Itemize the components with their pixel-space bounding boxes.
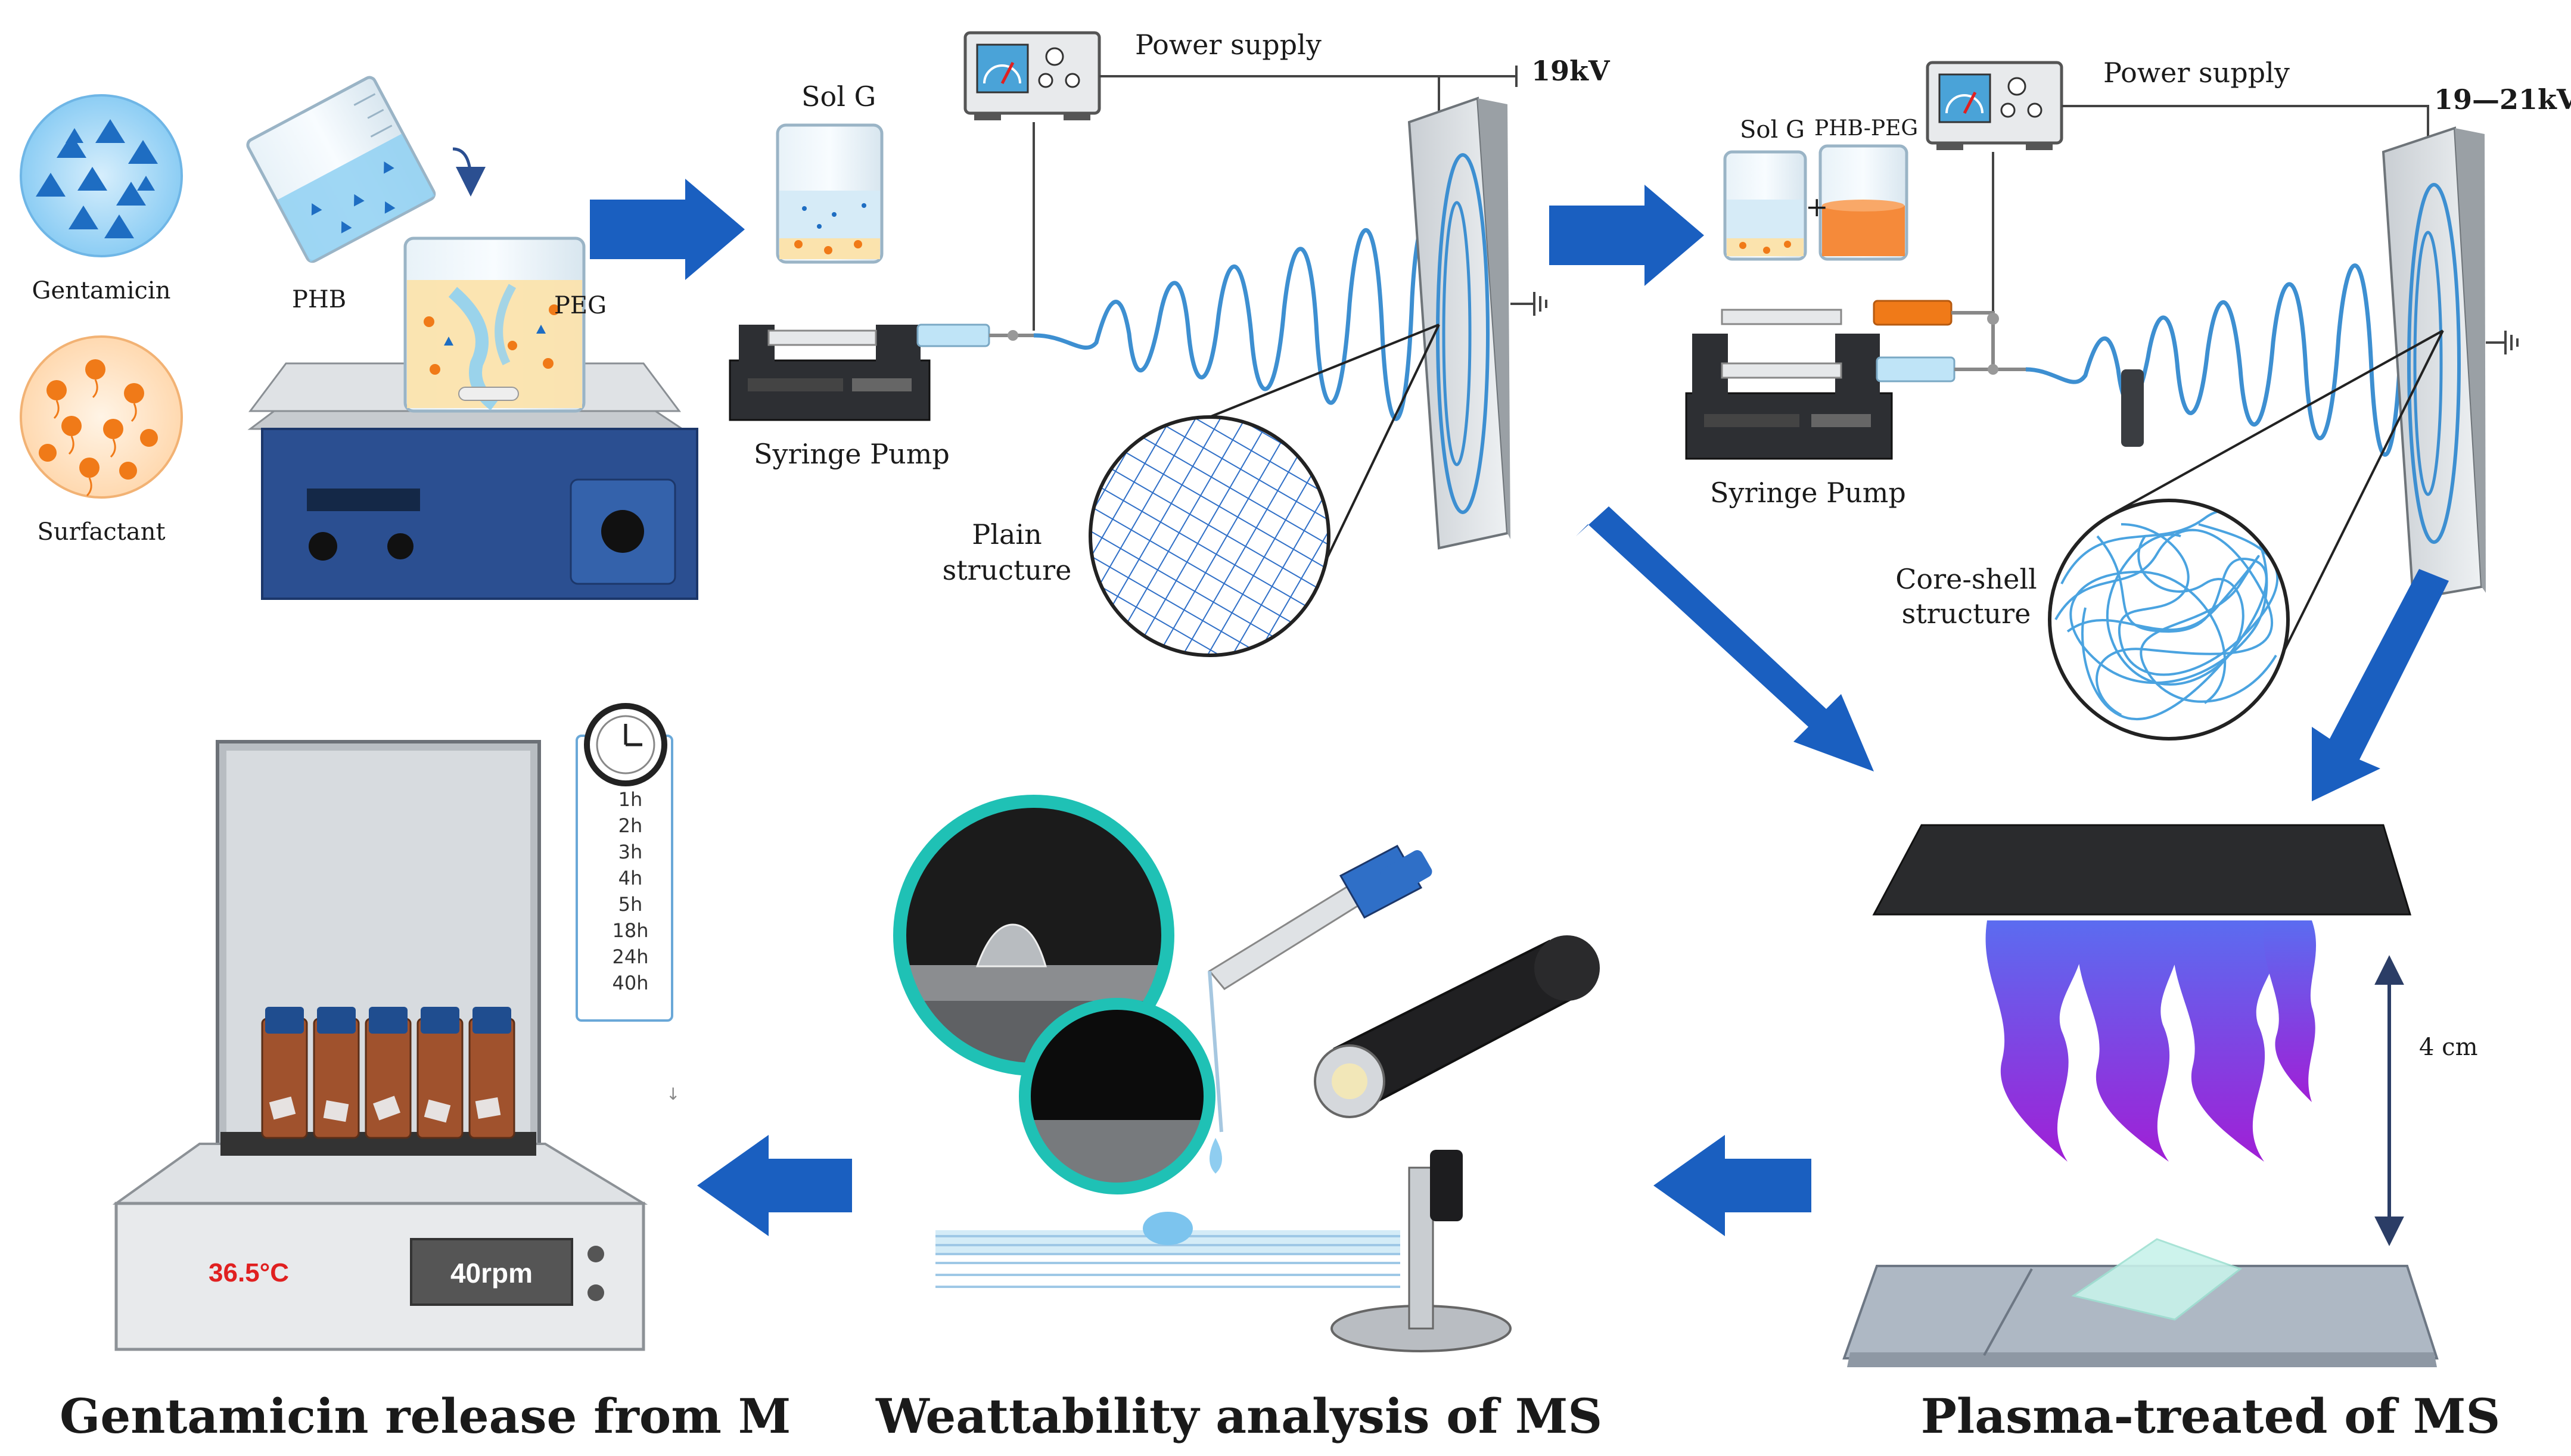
plasma-electrode-plate <box>1872 824 2412 916</box>
plain-structure-zoom <box>1089 415 1330 657</box>
label-core-shell-structure: structure <box>1901 598 2031 630</box>
label-core-shell: Core-shell <box>1895 563 2037 595</box>
label-voltage-1: 19kV <box>1531 55 1610 87</box>
label-gentamicin: Gentamicin <box>32 277 171 304</box>
electrospinning-jet-1 <box>1033 217 1444 421</box>
surfactant-circle <box>20 335 183 499</box>
syringe-pump-2 <box>1685 300 2026 460</box>
label-plus: + <box>1805 191 1829 223</box>
time-point: 4h <box>618 867 643 889</box>
membrane-sample <box>935 1212 1400 1288</box>
electrospinning-jet-2 <box>2025 263 2404 457</box>
sol-g-beaker <box>776 123 884 264</box>
peg-mixing-beaker <box>403 237 586 413</box>
glass-slide <box>1842 1238 2439 1367</box>
flow-arrow-5-icon <box>1653 1135 1811 1236</box>
flow-arrow-2-icon <box>1549 185 1704 286</box>
core-shell-needle <box>2121 369 2144 447</box>
time-points-list: 1h 2h 3h 4h 5h 18h 24h 40h <box>577 786 684 996</box>
power-supply-2 <box>1926 61 2063 150</box>
phb-peg-beaker <box>1818 144 1908 261</box>
ground-symbol-1-icon <box>1510 292 1547 316</box>
power-wiring-2 <box>1992 105 2429 319</box>
time-point: 2h <box>618 814 643 837</box>
label-speed: 40rpm <box>450 1258 533 1289</box>
label-power-supply-2: Power supply <box>2103 57 2290 89</box>
label-temperature: 36.5°C <box>209 1258 290 1287</box>
time-point: 18h <box>612 919 649 942</box>
phb-beaker <box>246 76 436 263</box>
core-shell-structure-zoom <box>2048 499 2290 741</box>
label-surfactant: Surfactant <box>37 518 166 546</box>
collector-plate-1 <box>1407 97 1510 550</box>
caption-plasma: Plasma-treated of MS <box>1920 1388 2501 1444</box>
vial-rack <box>261 1007 515 1139</box>
flow-arrow-1-icon <box>590 179 745 280</box>
contact-angle-zoom-2 <box>1019 998 1215 1194</box>
label-power-supply-1: Power supply <box>1135 29 1322 61</box>
power-supply-1 <box>963 31 1101 120</box>
distance-arrow <box>2374 955 2404 1246</box>
gentamicin-circle <box>20 94 183 257</box>
flow-arrow-3-icon <box>1576 506 1874 771</box>
label-syringe-pump-1: Syringe Pump <box>754 438 950 470</box>
plasma-flames <box>1985 920 2317 1162</box>
label-voltage-2: 19—21kV <box>2434 83 2571 116</box>
time-point: 1h <box>618 788 643 811</box>
label-peg: PEG <box>554 292 607 319</box>
label-distance: 4 cm <box>2419 1034 2478 1061</box>
caption-release: Gentamicin release from M <box>60 1388 791 1444</box>
label-syringe-pump-2: Syringe Pump <box>1710 477 1906 509</box>
time-point: 24h <box>612 945 649 968</box>
zoom-lines-2 <box>2115 329 2444 686</box>
label-plain-structure: structure <box>942 554 1072 586</box>
label-tick-mark: ↓ <box>666 1084 680 1104</box>
ground-symbol-2-icon <box>2486 331 2519 354</box>
label-phb-peg: PHB-PEG <box>1814 116 1919 141</box>
label-phb: PHB <box>292 286 347 313</box>
time-point: 3h <box>618 841 643 863</box>
label-plain: Plain <box>972 518 1042 550</box>
time-point: 40h <box>612 972 649 994</box>
pour-arrow-icon <box>452 147 486 197</box>
caption-wettability: Weattability analysis of MS <box>876 1388 1603 1444</box>
label-sol-g-2: Sol G <box>1740 116 1805 144</box>
timer-panel <box>576 703 673 1022</box>
usb-microscope <box>1314 935 1600 1352</box>
flow-arrow-6-icon <box>697 1135 852 1236</box>
sol-g-beaker-2 <box>1723 150 1807 261</box>
flow-arrow-4-icon <box>2312 569 2449 801</box>
syringe-pump-1 <box>729 323 1034 421</box>
label-sol-g: Sol G <box>801 80 876 113</box>
pipette-icon <box>1208 844 1432 1174</box>
time-point: 5h <box>618 893 643 916</box>
collector-plate-2 <box>2382 126 2486 601</box>
